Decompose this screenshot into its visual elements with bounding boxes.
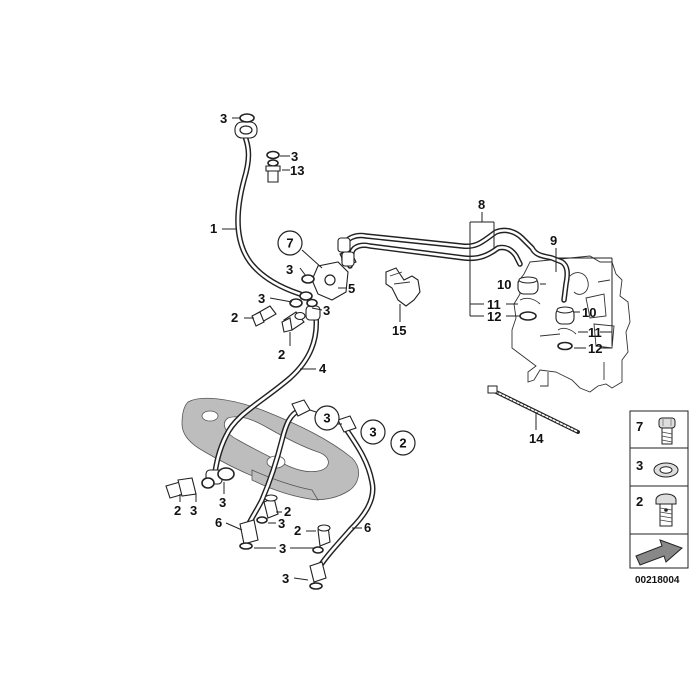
banjo-bolt-middle xyxy=(256,494,279,524)
legend-key-3: 3 xyxy=(636,458,643,473)
label-6-right: 6 xyxy=(364,520,371,535)
label-2-dist-lower: 2 xyxy=(278,347,285,362)
brake-line-1 xyxy=(234,113,303,297)
label-3-dist-top: 3 xyxy=(286,262,293,277)
label-12-lower: 12 xyxy=(588,341,602,356)
label-1: 1 xyxy=(210,221,217,236)
svg-text:3: 3 xyxy=(369,425,376,440)
brake-lines-8-9 xyxy=(337,227,570,303)
label-3-circled-right: 3 xyxy=(360,419,386,445)
label-12-upper: 12 xyxy=(487,309,501,324)
label-7-circled: 7 xyxy=(277,230,303,256)
banjo-bolt-lower xyxy=(281,311,306,333)
brake-line-6-left xyxy=(239,399,311,550)
label-3-circled-upper: 3 xyxy=(314,405,340,431)
label-3-dist-left: 3 xyxy=(258,291,265,306)
banjo-bolt-icon xyxy=(655,493,677,527)
label-2-dist-left: 2 xyxy=(231,310,238,325)
leader-lines xyxy=(179,117,613,581)
brake-line-6-right xyxy=(309,415,376,590)
label-3-bottom: 3 xyxy=(279,541,286,556)
legend-panel: 7 3 2 xyxy=(629,410,689,569)
label-3-top: 3 xyxy=(220,111,227,126)
label-4: 4 xyxy=(319,361,327,376)
screw-icon xyxy=(658,417,676,445)
label-10-lower: 10 xyxy=(582,305,596,320)
svg-text:3: 3 xyxy=(323,411,330,426)
part-labels: 3 3 13 1 7 3 5 3 3 2 2 4 8 9 10 11 12 10… xyxy=(174,111,602,586)
clip-15 xyxy=(385,267,421,307)
legend-key-2: 2 xyxy=(636,494,643,509)
hollow-bolt-13 xyxy=(265,150,281,183)
label-13: 13 xyxy=(290,163,304,178)
label-3-dist-right: 3 xyxy=(323,303,330,318)
label-2-circled-right: 2 xyxy=(390,430,416,456)
label-3-lower-left: 3 xyxy=(190,503,197,518)
label-2-mid: 2 xyxy=(284,504,291,519)
arrow-icon xyxy=(631,535,687,567)
reference-number: 00218004 xyxy=(635,575,680,586)
label-9: 9 xyxy=(550,233,557,248)
label-11-lower: 11 xyxy=(588,325,602,340)
label-11-upper: 11 xyxy=(487,297,501,312)
label-14: 14 xyxy=(529,431,544,446)
label-10-upper: 10 xyxy=(497,277,511,292)
banjo-bolt-right xyxy=(312,524,331,554)
label-5: 5 xyxy=(348,281,355,296)
legend-key-7: 7 xyxy=(636,419,643,434)
label-3-lower-mid: 3 xyxy=(219,495,226,510)
label-3-bolt: 3 xyxy=(291,149,298,164)
cable-tie-14 xyxy=(487,385,580,434)
banjo-bolt-left xyxy=(251,305,277,327)
svg-text:7: 7 xyxy=(286,236,293,251)
label-2-lower-left: 2 xyxy=(174,503,181,518)
label-6-left: 6 xyxy=(215,515,222,530)
label-8: 8 xyxy=(478,197,485,212)
svg-text:2: 2 xyxy=(399,436,406,451)
sleeve-10-lower xyxy=(555,306,577,351)
label-2-right: 2 xyxy=(294,523,301,538)
label-3-lowest: 3 xyxy=(282,571,289,586)
sleeve-10-upper xyxy=(517,276,541,321)
label-3-mid: 3 xyxy=(278,516,285,531)
label-15: 15 xyxy=(392,323,406,338)
sealing-ring-icon xyxy=(653,462,679,478)
